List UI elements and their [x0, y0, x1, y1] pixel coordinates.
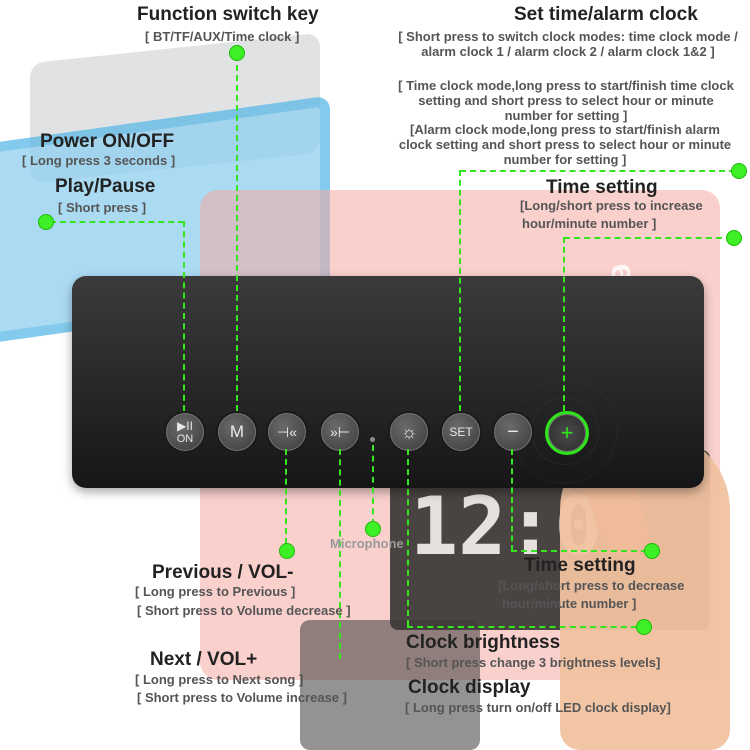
clock-display-title: Clock display — [408, 677, 531, 698]
previous-icon: ⊣« — [277, 423, 297, 440]
callout-line-brightness-h — [407, 626, 637, 628]
time-setting-minus-detail-2: hour/minute number ] — [502, 596, 637, 611]
play-pause-title: Play/Pause — [55, 176, 156, 197]
plus-icon: + — [560, 420, 574, 445]
play-pause-detail: [ Short press ] — [58, 200, 147, 215]
previous-detail-1: [ Long press to Previous ] — [135, 584, 296, 599]
function-switch-title: Function switch key — [137, 4, 319, 25]
background-phone — [300, 620, 480, 750]
previous-title: Previous / VOL- — [152, 562, 294, 583]
set-time-detail-3: [Alarm clock mode,long press to start/fi… — [398, 122, 732, 167]
time-setting-minus-detail-1: [Long/short press to decrease — [498, 578, 685, 593]
brightness-icon: ☼ — [400, 421, 418, 442]
callout-dot-previous — [279, 543, 295, 559]
mode-button[interactable]: M — [216, 411, 258, 453]
callout-line-play-pause-h — [50, 221, 184, 223]
callout-line-minus-v — [511, 449, 513, 551]
clock-brightness-title: Clock brightness — [406, 632, 561, 653]
callout-line-set-v — [459, 170, 461, 411]
callout-line-plus-h — [564, 237, 732, 239]
next-detail-1: [ Long press to Next song ] — [135, 672, 304, 687]
mode-icon: M — [229, 422, 245, 441]
next-button[interactable]: »⊢ — [319, 411, 361, 453]
clock-display-detail: [ Long press turn on/off LED clock displ… — [405, 700, 671, 715]
microphone-label: Microphone — [330, 536, 404, 551]
brightness-button[interactable]: ☼ — [388, 411, 430, 453]
time-setting-plus-title: Time setting — [546, 177, 658, 198]
callout-line-set-h — [460, 170, 735, 172]
callout-dot-plus — [726, 230, 742, 246]
on-label: ON — [176, 432, 194, 445]
callout-line-mode — [236, 55, 238, 411]
time-setting-plus-detail-2: hour/minute number ] — [522, 216, 657, 231]
power-detail: [ Long press 3 seconds ] — [22, 153, 176, 168]
microphone-hole — [370, 437, 375, 442]
next-detail-2: [ Short press to Volume increase ] — [137, 690, 347, 705]
callout-line-next — [339, 449, 341, 659]
set-icon: SET — [449, 425, 473, 439]
callout-line-previous — [285, 449, 287, 544]
function-switch-detail: [ BT/TF/AUX/Time clock ] — [145, 29, 300, 44]
callout-dot-microphone — [365, 521, 381, 537]
time-setting-minus-title: Time setting — [524, 555, 636, 576]
previous-button[interactable]: ⊣« — [266, 411, 308, 453]
plus-button[interactable]: + — [545, 411, 589, 455]
previous-detail-2: [ Short press to Volume decrease ] — [137, 603, 351, 618]
set-time-detail-2: [ Time clock mode,long press to start/fi… — [398, 78, 734, 123]
callout-dot-minus — [644, 543, 660, 559]
play-pause-icon: ▶II — [177, 418, 193, 433]
set-button[interactable]: SET — [440, 411, 482, 453]
callout-line-plus-v — [563, 237, 565, 411]
set-time-title: Set time/alarm clock — [514, 4, 698, 25]
callout-dot-mode — [229, 45, 245, 61]
callout-dot-play-pause — [38, 214, 54, 230]
next-title: Next / VOL+ — [150, 649, 258, 670]
callout-line-minus-h — [511, 550, 647, 552]
next-icon: »⊢ — [330, 423, 350, 440]
callout-line-microphone — [372, 445, 374, 525]
callout-line-brightness-v — [407, 449, 409, 626]
callout-dot-set — [731, 163, 747, 179]
callout-dot-brightness — [636, 619, 652, 635]
set-time-detail-1: [ Short press to switch clock modes: tim… — [398, 29, 738, 59]
callout-line-play-pause-v — [183, 221, 185, 411]
minus-button[interactable]: − — [492, 411, 534, 453]
minus-icon: − — [507, 420, 519, 443]
power-title: Power ON/OFF — [40, 131, 175, 152]
clock-brightness-detail: [ Short press change 3 brightness levels… — [406, 655, 661, 670]
time-setting-plus-detail-1: [Long/short press to increase — [520, 198, 703, 213]
